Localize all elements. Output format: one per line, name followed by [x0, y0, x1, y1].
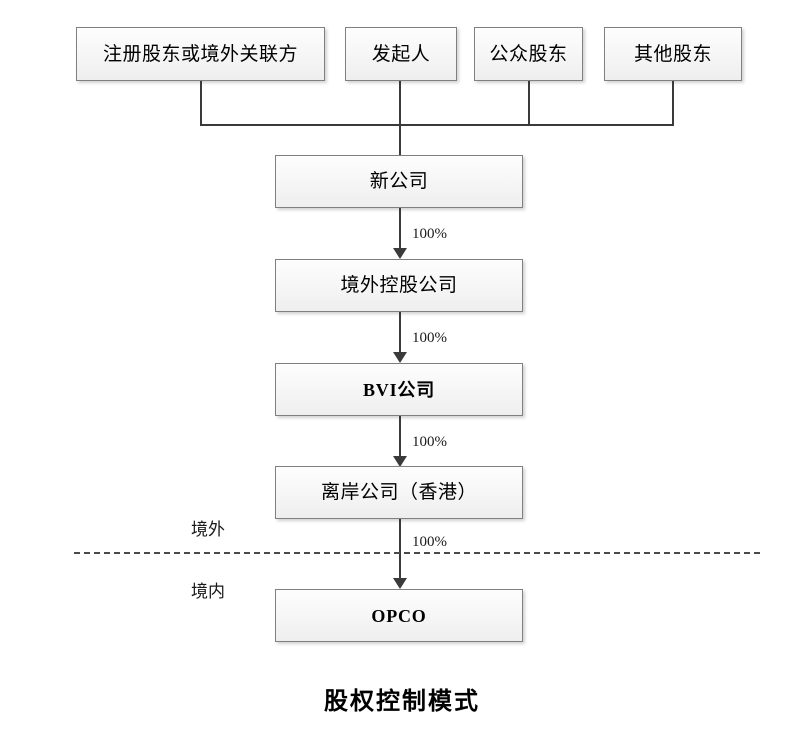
- node-opco[interactable]: OPCO: [275, 589, 523, 642]
- arrowhead-bvi: [393, 352, 407, 363]
- ownership-label-3: 100%: [412, 434, 447, 450]
- node-newco[interactable]: 新公司: [275, 155, 523, 208]
- node-label: 发起人: [371, 43, 431, 65]
- node-offshore-hongkong[interactable]: 离岸公司（香港）: [275, 466, 523, 519]
- zone-label-offshore: 境外: [191, 520, 225, 539]
- connector-drop-other: [672, 81, 674, 126]
- node-bvi[interactable]: BVI公司: [275, 363, 523, 416]
- arrowhead-offshore-hk: [393, 456, 407, 467]
- node-shareholder-registered[interactable]: 注册股东或境外关联方: [76, 27, 325, 81]
- connector-drop-public: [528, 81, 530, 126]
- connector-newco-to-offshore-holdco: [399, 208, 401, 251]
- node-label: 公众股东: [489, 43, 568, 65]
- connector-drop-promoter: [399, 81, 401, 126]
- node-label: 其他股东: [633, 43, 712, 65]
- connector-bvi-to-offshore-hk: [399, 416, 401, 459]
- node-shareholder-promoter[interactable]: 发起人: [345, 27, 457, 81]
- connector-drop-registered: [200, 81, 202, 126]
- connector-offshore-holdco-to-bvi: [399, 312, 401, 355]
- node-shareholder-public[interactable]: 公众股东: [474, 27, 583, 81]
- node-label: BVI公司: [362, 379, 435, 400]
- node-label: OPCO: [371, 605, 427, 626]
- node-label: 新公司: [369, 171, 429, 192]
- node-label: 注册股东或境外关联方: [102, 43, 298, 65]
- ownership-label-2: 100%: [412, 330, 447, 346]
- diagram-caption: 股权控制模式: [324, 689, 480, 715]
- arrowhead-offshore-holdco: [393, 248, 407, 259]
- zone-label-onshore: 境内: [191, 582, 225, 601]
- node-offshore-holdco[interactable]: 境外控股公司: [275, 259, 523, 312]
- node-label: 离岸公司（香港）: [320, 482, 477, 503]
- connector-bus-to-newco: [399, 124, 401, 157]
- arrowhead-opco: [393, 578, 407, 589]
- connector-offshore-hk-to-opco: [399, 519, 401, 581]
- node-shareholder-other[interactable]: 其他股东: [604, 27, 742, 81]
- ownership-label-1: 100%: [412, 226, 447, 242]
- node-label: 境外控股公司: [340, 275, 458, 296]
- jurisdiction-divider-line: [74, 552, 760, 554]
- connector-bus-horizontal: [200, 124, 674, 126]
- ownership-label-4: 100%: [412, 534, 447, 550]
